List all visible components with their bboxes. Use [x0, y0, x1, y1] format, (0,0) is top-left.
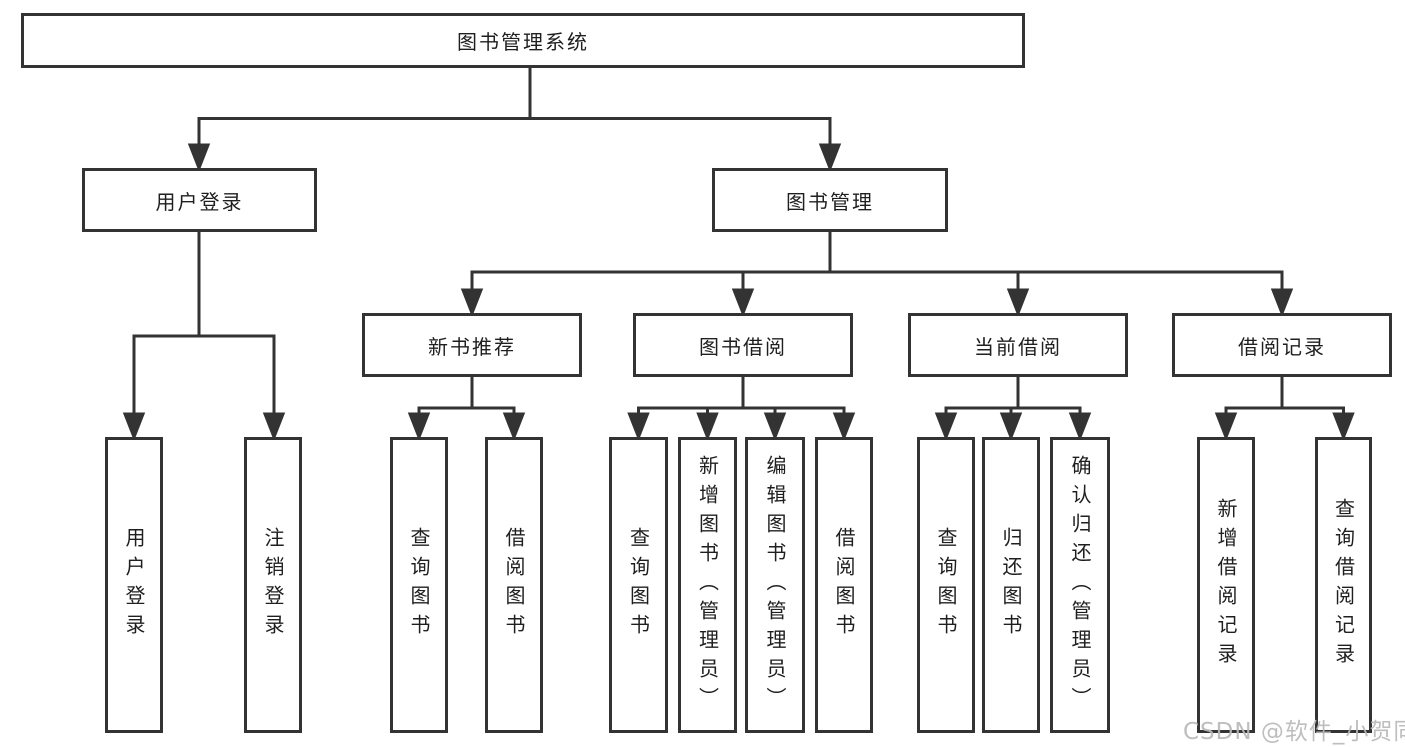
node-user-login: 用户登录: [82, 168, 317, 232]
leaf-user-login: 用户登录: [105, 437, 163, 733]
node-book-management: 图书管理: [712, 168, 948, 232]
leaf-edit-book-admin: 编辑图书（管理员）: [745, 437, 805, 733]
node-book-borrowing: 图书借阅: [633, 313, 853, 377]
leaf-borrow-books-recommend: 借阅图书: [485, 437, 543, 733]
watermark-text: CSDN @软件_小贺同学: [1183, 719, 1405, 745]
leaf-query-books-recommend: 查询图书: [390, 437, 448, 733]
leaf-borrow-books-borrowing: 借阅图书: [815, 437, 873, 733]
leaf-confirm-return-admin: 确认归还（管理员）: [1050, 437, 1110, 733]
leaf-add-borrow-record: 新增借阅记录: [1197, 437, 1255, 733]
leaf-query-books-borrowing: 查询图书: [609, 437, 668, 733]
leaf-query-borrow-record: 查询借阅记录: [1315, 437, 1372, 733]
node-new-book-recommend: 新书推荐: [362, 313, 582, 377]
leaf-query-books-current: 查询图书: [917, 437, 975, 733]
node-borrowing-records: 借阅记录: [1172, 313, 1392, 377]
node-current-borrowing: 当前借阅: [908, 313, 1128, 377]
leaf-return-books: 归还图书: [982, 437, 1040, 733]
node-library-management-system: 图书管理系统: [21, 13, 1025, 68]
leaf-logout: 注销登录: [244, 437, 302, 733]
leaf-add-book-admin: 新增图书（管理员）: [678, 437, 737, 733]
